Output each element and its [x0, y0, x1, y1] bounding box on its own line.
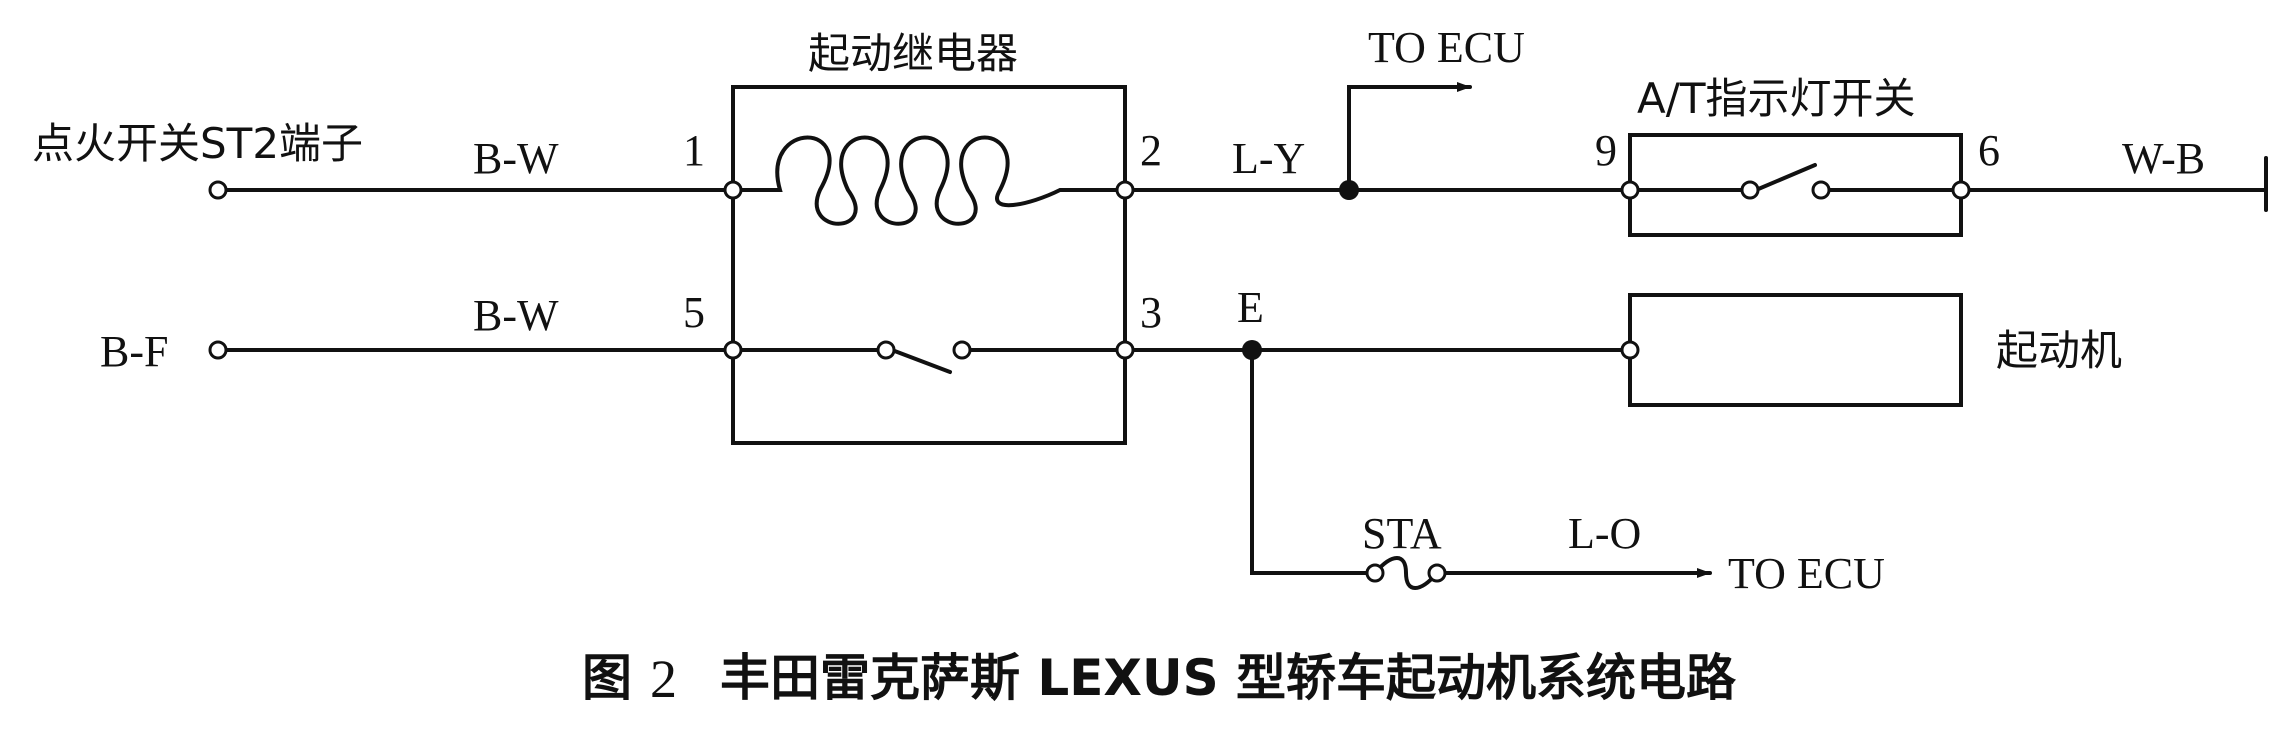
sta-fuse-symbol [1373, 556, 1439, 590]
label-pin3: 3 [1140, 288, 1162, 337]
label-pin9: 9 [1595, 126, 1617, 175]
junction-e [1242, 340, 1262, 360]
label-ignition-switch: 点火开关ST2端子 [32, 119, 363, 168]
terminal-at-contact-a [1740, 180, 1760, 200]
caption-text: 丰田雷克萨斯 LEXUS 型轿车起动机系统电路 [720, 649, 1737, 707]
terminal-at-pin6 [1951, 180, 1971, 200]
terminal-relay-pin2 [1115, 180, 1135, 200]
terminal-relay-contact-b [952, 340, 972, 360]
terminal-bf [208, 340, 228, 360]
label-sta: STA [1362, 509, 1442, 558]
terminal-ignition-switch [208, 180, 228, 200]
terminal-starter [1620, 340, 1640, 360]
label-pin5: 5 [683, 288, 705, 337]
label-pin1: 1 [683, 126, 705, 175]
wire-to-ecu-top [1347, 82, 1472, 192]
terminal-sta-right [1427, 563, 1447, 583]
label-bw-bottom: B-W [473, 291, 559, 340]
terminal-relay-pin5 [723, 340, 743, 360]
label-at-switch: A/T指示灯开关 [1637, 74, 1916, 123]
label-pin6: 6 [1978, 126, 2000, 175]
terminal-relay-pin1 [723, 180, 743, 200]
terminal-relay-contact-a [876, 340, 896, 360]
caption-prefix: 图 [582, 649, 632, 707]
label-e: E [1237, 283, 1264, 332]
caption-number: 2 [650, 649, 677, 709]
junction-ly [1339, 180, 1359, 200]
relay-coil [731, 135, 1127, 226]
starter-motor-box [1628, 293, 1963, 407]
label-lo: L-O [1568, 509, 1641, 558]
label-bf: B-F [100, 327, 168, 376]
wire-e-to-sta [1250, 348, 1377, 575]
at-switch-blade [1754, 163, 1817, 192]
label-to-ecu-bottom: TO ECU [1728, 549, 1885, 598]
label-relay-title: 起动继电器 [808, 29, 1018, 78]
label-ly: L-Y [1232, 134, 1305, 183]
label-to-ecu-top: TO ECU [1368, 23, 1525, 72]
terminal-relay-pin3 [1115, 340, 1135, 360]
relay-contact-blade [890, 348, 952, 374]
label-pin2: 2 [1140, 126, 1162, 175]
label-wb: W-B [2122, 134, 2205, 183]
at-switch-box [1628, 133, 1963, 237]
terminal-at-pin9 [1620, 180, 1640, 200]
label-bw-top: B-W [473, 134, 559, 183]
terminal-at-contact-b [1811, 180, 1831, 200]
starter-relay-box [731, 85, 1127, 445]
label-starter: 起动机 [1996, 326, 2122, 375]
terminal-sta-left [1365, 563, 1385, 583]
